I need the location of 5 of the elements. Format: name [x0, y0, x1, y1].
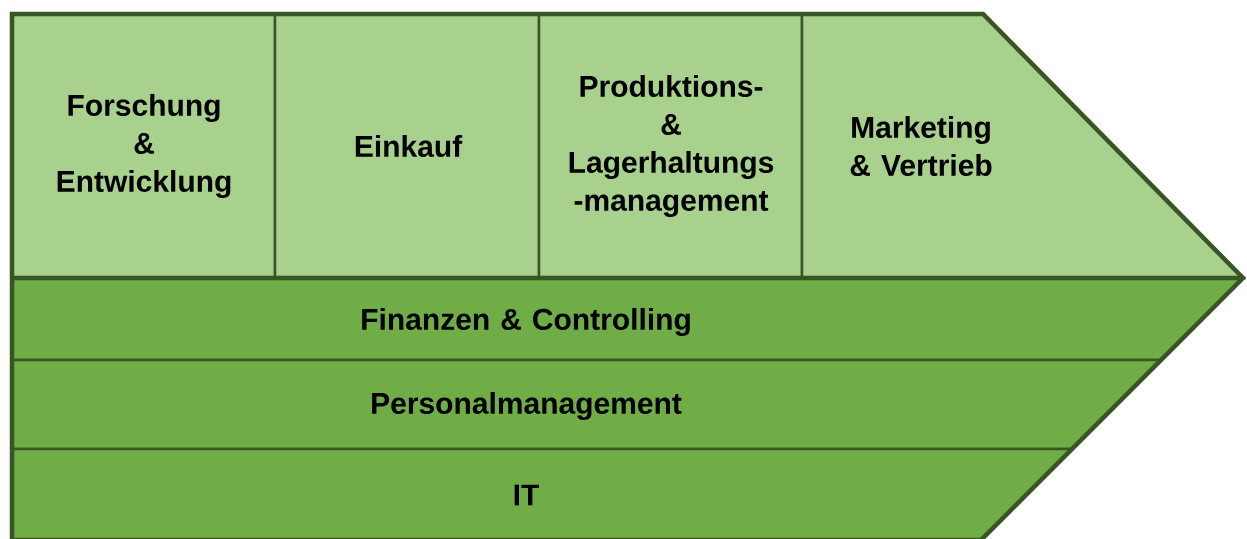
value-chain-cell: Marketing & Vertrieb [800, 12, 1246, 280]
support-band: Finanzen & Controlling [10, 276, 1247, 362]
value-chain-cell: Produktions- & Lagerhaltungs -management [537, 12, 804, 280]
value-chain-cell: Forschung & Entwicklung [10, 12, 277, 280]
value-chain-cell: Einkauf [273, 12, 541, 280]
